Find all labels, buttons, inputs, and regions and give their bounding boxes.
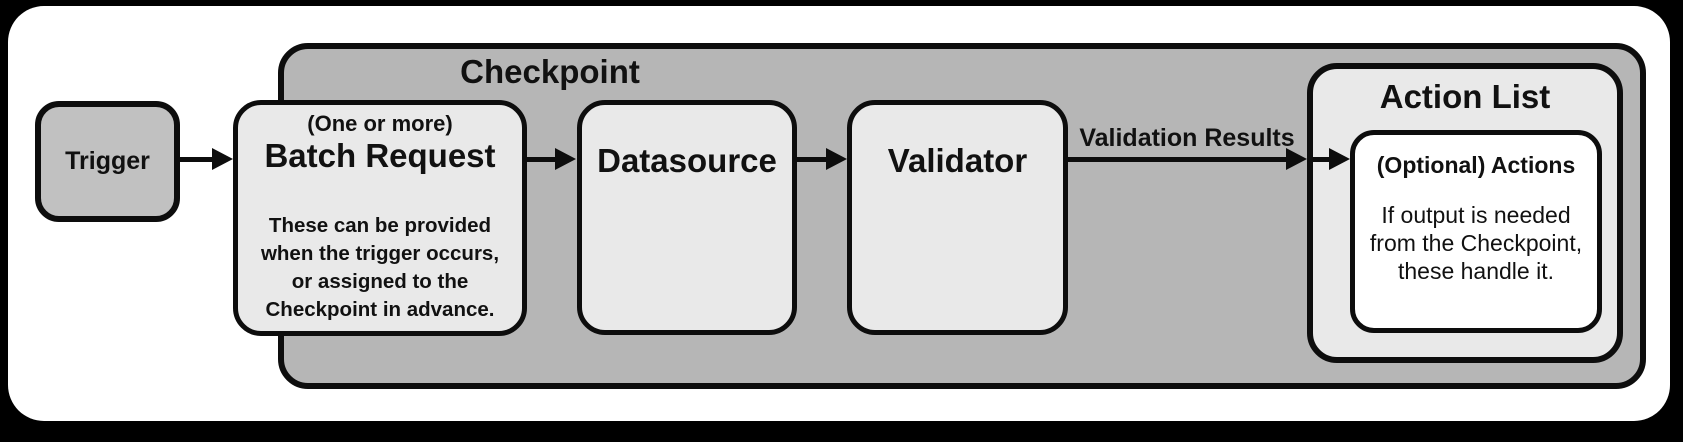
arrowhead-icon xyxy=(1286,148,1307,170)
arrow-line xyxy=(1066,157,1290,162)
arrowhead-icon xyxy=(212,148,233,170)
arrow-line xyxy=(795,157,828,162)
description-line: these handle it. xyxy=(1397,258,1554,284)
description-line: from the Checkpoint, xyxy=(1369,230,1583,256)
arrowhead-icon xyxy=(1329,148,1350,170)
description-line: Checkpoint in advance. xyxy=(265,298,495,321)
batch-request-qualifier: (One or more) xyxy=(307,111,453,136)
validator-title: Validator xyxy=(887,142,1028,179)
arrow-line xyxy=(1309,157,1331,162)
batch-request-node: (One or more) Batch Request These can be… xyxy=(233,100,527,336)
trigger-label: Trigger xyxy=(65,147,150,175)
description-line: If output is needed xyxy=(1381,202,1571,228)
arrowhead-icon xyxy=(555,148,576,170)
arrowhead-icon xyxy=(826,148,847,170)
actions-description: If output is needed from the Checkpoint,… xyxy=(1355,201,1597,285)
actions-title: (Optional) Actions xyxy=(1376,152,1576,178)
datasource-node: Datasource xyxy=(577,100,797,335)
checkpoint-title: Checkpoint xyxy=(460,53,640,90)
description-line: or assigned to the xyxy=(291,270,469,293)
batch-request-title: Batch Request xyxy=(264,137,496,174)
action-list-title: Action List xyxy=(1379,78,1551,115)
arrow-line xyxy=(178,157,215,162)
actions-node: (Optional) Actions If output is needed f… xyxy=(1350,130,1602,333)
datasource-title: Datasource xyxy=(597,142,777,179)
validator-node: Validator xyxy=(847,100,1068,335)
batch-request-description: These can be provided when the trigger o… xyxy=(238,212,522,324)
description-line: These can be provided xyxy=(268,214,492,237)
validation-results-label: Validation Results xyxy=(1079,124,1295,152)
arrow-line xyxy=(525,157,558,162)
trigger-node: Trigger xyxy=(35,101,180,222)
description-line: when the trigger occurs, xyxy=(260,242,500,265)
